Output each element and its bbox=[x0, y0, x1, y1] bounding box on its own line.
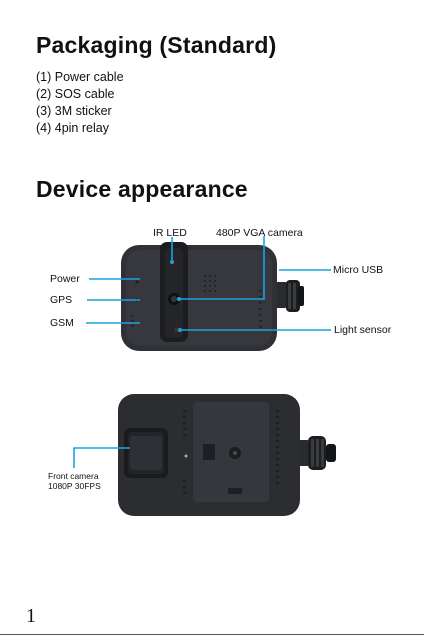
label-front-camera-line1: Front camera bbox=[48, 471, 99, 481]
label-power: Power bbox=[50, 273, 80, 285]
label-camera: 480P VGA camera bbox=[216, 227, 303, 239]
device-front-illustration bbox=[86, 236, 331, 351]
label-ir-led: IR LED bbox=[153, 227, 187, 239]
packaging-list: (1) Power cable (2) SOS cable (3) 3M sti… bbox=[36, 69, 124, 137]
list-item: (1) Power cable bbox=[36, 70, 124, 84]
footer-rule bbox=[0, 634, 424, 635]
label-light-sensor: Light sensor bbox=[334, 324, 392, 336]
list-item: (4) 4pin relay bbox=[36, 121, 109, 135]
appearance-title: Device appearance bbox=[36, 176, 248, 202]
list-item: (2) SOS cable bbox=[36, 87, 115, 101]
connector-icon bbox=[296, 436, 336, 470]
light-sensor-icon bbox=[174, 327, 180, 333]
label-front-camera-line2: 1080P 30FPS bbox=[48, 481, 101, 491]
page-number: 1 bbox=[26, 605, 36, 627]
label-gps: GPS bbox=[50, 294, 73, 306]
label-micro-usb: Micro USB bbox=[333, 264, 384, 276]
packaging-title: Packaging (Standard) bbox=[36, 32, 277, 58]
list-item: (3) 3M sticker bbox=[36, 104, 112, 118]
label-gsm: GSM bbox=[50, 317, 74, 329]
device-back-illustration bbox=[73, 394, 336, 516]
label-front-camera: Front camera 1080P 30FPS bbox=[48, 471, 101, 491]
